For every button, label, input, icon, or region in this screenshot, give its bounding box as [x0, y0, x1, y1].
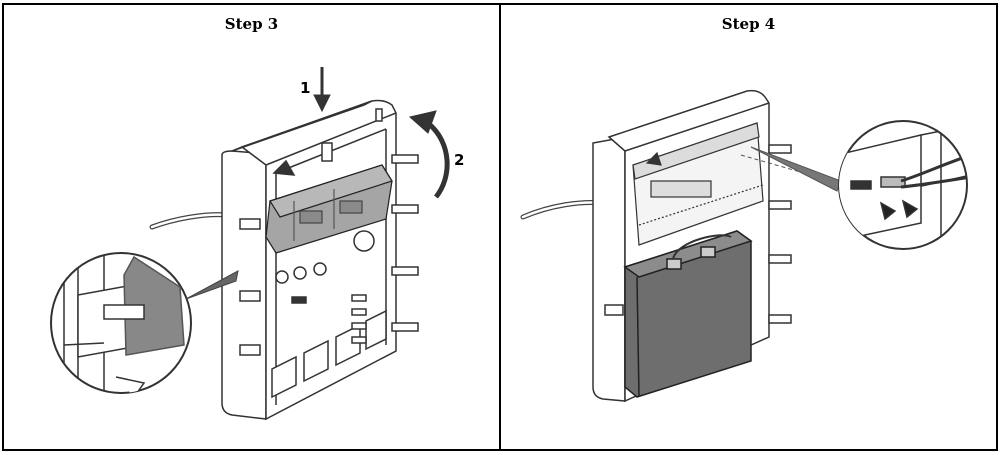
step-3-title: Step 3: [224, 15, 279, 33]
step-4-title: Step 4: [721, 15, 776, 33]
arrow-1: [313, 67, 331, 113]
callout-connector: [185, 270, 239, 300]
battery: [623, 230, 753, 398]
arrow-2-label: 2: [454, 151, 464, 169]
step-4-illustration: [520, 89, 968, 403]
arrow-2: [408, 110, 450, 199]
pcb-board: [265, 164, 393, 254]
step-4-panel: Step 4: [501, 5, 996, 449]
arrow-1-label: 1: [300, 79, 310, 97]
housing-back: [221, 99, 419, 421]
magnified-detail: [838, 120, 968, 250]
step-3-illustration: 1 2: [50, 67, 464, 421]
pcb-board: [632, 122, 764, 246]
step-3-panel: Step 3: [4, 5, 501, 449]
instruction-frame: Step 3: [2, 3, 998, 451]
magnified-detail: [50, 252, 192, 394]
